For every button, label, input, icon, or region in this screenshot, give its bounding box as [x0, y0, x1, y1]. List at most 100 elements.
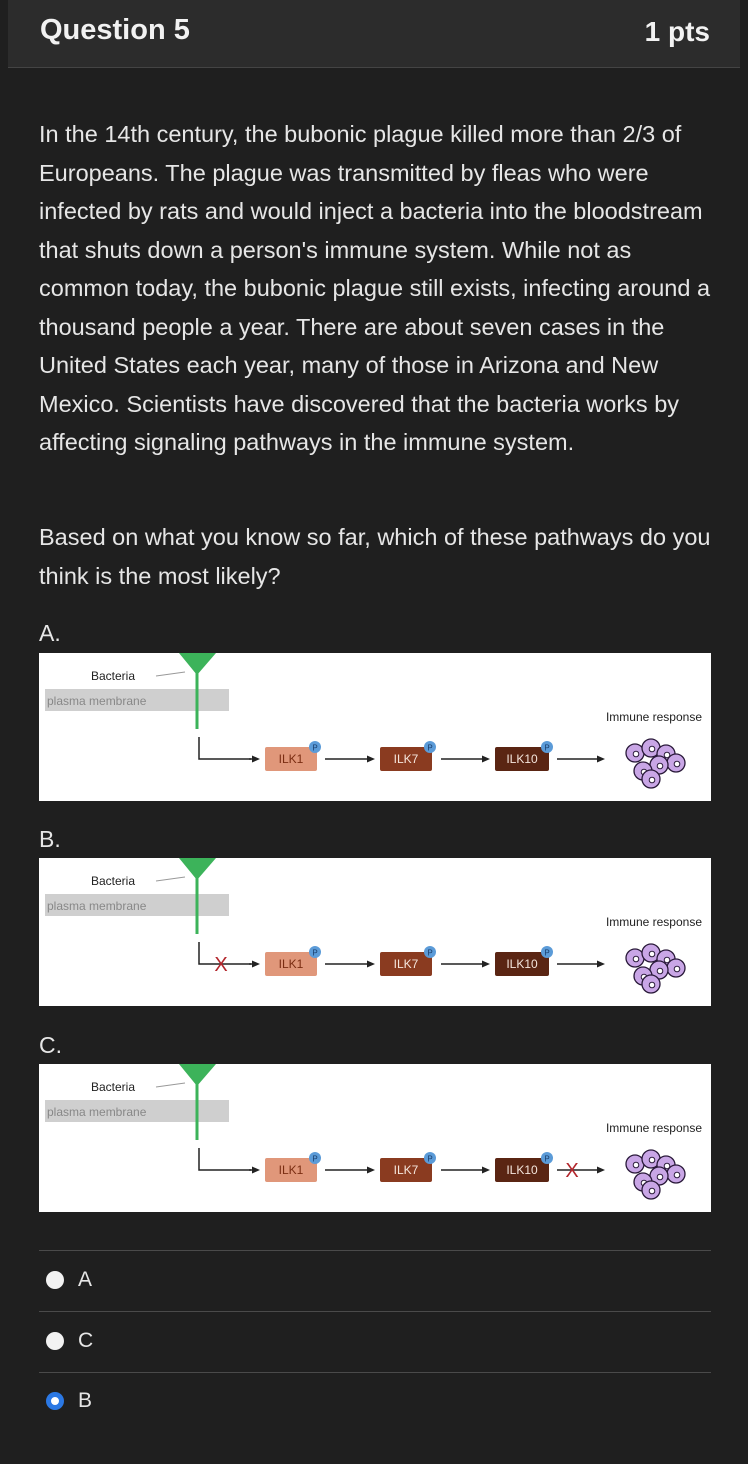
phosphate-icon [309, 741, 321, 753]
arrow-ilk1-ilk7-head [367, 960, 375, 968]
cell-nucleus [673, 1171, 681, 1179]
phosphate-label: P [312, 744, 317, 753]
cell-nucleus [648, 1156, 656, 1164]
ilk1-box [265, 952, 317, 976]
cell-nucleus [656, 967, 664, 975]
question-header: Question 5 1 pts [8, 0, 740, 68]
plasma-membrane [45, 894, 229, 916]
bacteria-label: Bacteria [91, 1080, 135, 1094]
cell-nucleus [648, 981, 656, 989]
phosphate-icon [309, 946, 321, 958]
ilk1-box-label: ILK1 [279, 752, 304, 766]
phosphate-icon [541, 1152, 553, 1164]
answer-choice-label: B [78, 1389, 93, 1412]
immune-response-label: Immune response [606, 915, 702, 929]
pathway-svg: plasma membraneBacteriaILK1PILK7PILK10PI… [45, 653, 702, 789]
ilk1-box [265, 747, 317, 771]
ilk7-box [380, 1158, 432, 1182]
phosphate-icon [541, 946, 553, 958]
cell-nucleus [632, 955, 640, 963]
plasma-membrane [45, 1100, 229, 1122]
receptor-icon [179, 1064, 216, 1086]
bacteria-label: Bacteria [91, 874, 135, 888]
receptor-icon [179, 858, 216, 880]
cell-nucleus [663, 751, 671, 759]
signal-connector [198, 737, 251, 760]
arrow-to-ilk1-head [252, 755, 260, 763]
arrow-ilk7-ilk10-head [482, 960, 490, 968]
signal-connector [198, 1148, 251, 1171]
phosphate-label: P [427, 1155, 432, 1164]
phosphate-label: P [427, 949, 432, 958]
signal-connector [198, 942, 251, 965]
ilk10-box [495, 747, 549, 771]
cell-nucleus [648, 745, 656, 753]
ilk1-box [265, 1158, 317, 1182]
phosphate-icon [424, 1152, 436, 1164]
membrane-label: plasma membrane [47, 899, 147, 913]
block-x-icon: X [565, 1160, 578, 1182]
ilk10-box-label: ILK10 [506, 752, 538, 766]
option-a-label: A. [39, 620, 61, 646]
phosphate-label: P [544, 949, 549, 958]
phosphate-icon [541, 741, 553, 753]
ilk10-box-label: ILK10 [506, 1163, 538, 1177]
receptor-icon [179, 653, 216, 675]
radio-button[interactable] [46, 1332, 64, 1350]
bacteria-leader-line [155, 671, 186, 677]
question-prompt: Based on what you know so far, which of … [39, 524, 711, 589]
phosphate-label: P [544, 744, 549, 753]
question-points: 1 pts [644, 16, 710, 47]
answer-choice-c[interactable]: C [46, 1329, 93, 1353]
phosphate-label: P [312, 1155, 317, 1164]
bacteria-leader-line [155, 1082, 186, 1088]
immune-response-label: Immune response [606, 1121, 702, 1135]
cell-nucleus [632, 1161, 640, 1169]
phosphate-label: P [312, 949, 317, 958]
answer-choice-b[interactable]: B [46, 1389, 92, 1413]
arrow-to-ilk1-head [252, 960, 260, 968]
cell-nucleus [648, 776, 656, 784]
arrow-to-response-head [597, 960, 605, 968]
arrow-to-response-head [597, 1166, 605, 1174]
bacteria-leader-line [155, 876, 186, 882]
ilk1-box-label: ILK1 [279, 957, 304, 971]
ilk7-box-label: ILK7 [394, 957, 419, 971]
cell-nucleus [663, 1162, 671, 1170]
ilk1-box-label: ILK1 [279, 1163, 304, 1177]
ilk7-box [380, 747, 432, 771]
answer-choice-a[interactable]: A [46, 1268, 92, 1292]
immune-response-label: Immune response [606, 710, 702, 724]
radio-button[interactable] [46, 1271, 64, 1289]
arrow-to-response-head [597, 755, 605, 763]
cell-nucleus [648, 1187, 656, 1195]
arrow-ilk1-ilk7-head [367, 1166, 375, 1174]
ilk10-box [495, 952, 549, 976]
arrow-ilk7-ilk10-head [482, 1166, 490, 1174]
cell-nucleus [663, 956, 671, 964]
membrane-label: plasma membrane [47, 1105, 147, 1119]
cell-nucleus [632, 750, 640, 758]
divider [39, 1372, 711, 1373]
cell-nucleus [648, 950, 656, 958]
answer-choice-label: A [78, 1268, 93, 1291]
block-x-icon: X [214, 954, 227, 976]
radio-button[interactable] [46, 1392, 64, 1410]
answer-choice-label: C [78, 1329, 94, 1352]
arrow-to-ilk1-head [252, 1166, 260, 1174]
bacteria-label: Bacteria [91, 669, 135, 683]
phosphate-label: P [544, 1155, 549, 1164]
option-c-label: C. [39, 1032, 62, 1058]
divider [39, 1250, 711, 1251]
arrow-ilk7-ilk10-head [482, 755, 490, 763]
ilk10-box-label: ILK10 [506, 957, 538, 971]
option-b-label: B. [39, 826, 61, 852]
ilk7-box-label: ILK7 [394, 1163, 419, 1177]
cell-nucleus [673, 965, 681, 973]
cell-nucleus [656, 1173, 664, 1181]
ilk7-box-label: ILK7 [394, 752, 419, 766]
